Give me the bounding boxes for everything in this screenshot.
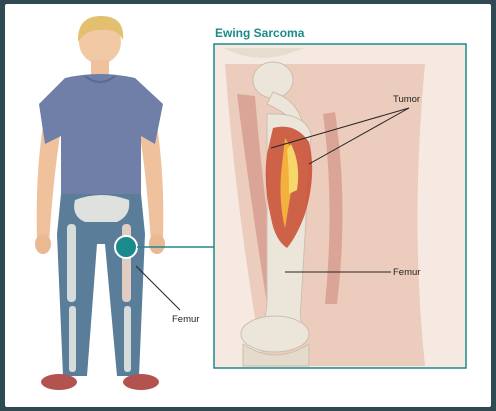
femur-body-label: Femur xyxy=(172,314,199,325)
diagram-title: Ewing Sarcoma xyxy=(215,26,304,40)
boy-figure xyxy=(35,16,165,390)
shirt xyxy=(39,74,163,196)
femur-highlight-marker xyxy=(115,236,137,258)
tumor-label: Tumor xyxy=(393,94,420,105)
femur-zoom-label: Femur xyxy=(393,267,420,278)
illustration-panel: Ewing Sarcoma Tumor Femur Femur xyxy=(5,4,491,407)
zoom-panel xyxy=(214,44,466,368)
ewing-sarcoma-illustration xyxy=(5,4,491,407)
